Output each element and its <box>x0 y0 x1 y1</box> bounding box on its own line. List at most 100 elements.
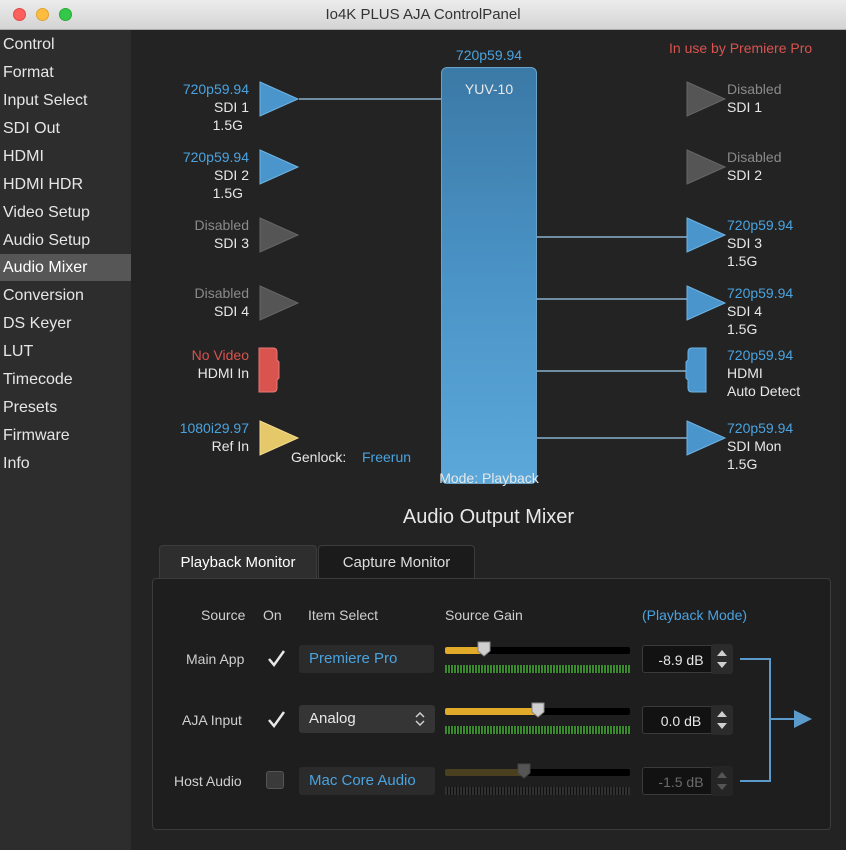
stepper-arrows-icon <box>717 772 727 790</box>
tab-playback-monitor[interactable]: Playback Monitor <box>159 545 317 578</box>
header-source: Source <box>201 607 246 623</box>
sidebar-item-format[interactable]: Format <box>3 64 54 81</box>
sdi1-in-rate: 1.5G <box>212 117 243 133</box>
sdi4-out-icon[interactable] <box>685 284 727 322</box>
sidebar-item-video-setup[interactable]: Video Setup <box>3 204 90 221</box>
sdimon-out-line <box>537 437 687 439</box>
tab-capture-monitor[interactable]: Capture Monitor <box>318 545 475 578</box>
sdi1-out-name: SDI 1 <box>727 99 763 115</box>
sdi1-out-format: Disabled <box>727 81 782 97</box>
sdi3-out-format: 720p59.94 <box>727 217 794 233</box>
genlock-label: Genlock: <box>291 449 347 465</box>
sdi2-out-icon[interactable] <box>685 148 727 186</box>
sdimon-out-format: 720p59.94 <box>727 420 794 436</box>
checkmark-icon <box>268 650 286 668</box>
main-app-checkbox[interactable] <box>266 649 286 668</box>
sidebar-item-info[interactable]: Info <box>3 455 30 472</box>
sdimon-out-rate: 1.5G <box>727 456 758 472</box>
frame-buffer-block[interactable] <box>441 67 537 484</box>
mixer-panel: Source On Item Select Source Gain (Playb… <box>152 578 831 830</box>
sidebar-item-timecode[interactable]: Timecode <box>3 371 73 388</box>
mixer-title: Audio Output Mixer <box>402 506 575 528</box>
hdmi-out-line <box>537 370 687 372</box>
minimize-button[interactable] <box>36 8 49 21</box>
sdi3-in-format: Disabled <box>194 217 249 233</box>
aja-input-slider-thumb[interactable] <box>531 702 545 718</box>
title-bar: Io4K PLUS AJA ControlPanel <box>0 0 846 30</box>
sdi4-in-name: SDI 4 <box>213 303 249 319</box>
sdi2-in-icon[interactable] <box>258 148 300 186</box>
sidebar: Control Format Input Select SDI Out HDMI… <box>0 30 131 850</box>
sidebar-item-audio-mixer[interactable]: Audio Mixer <box>0 254 131 281</box>
host-audio-slider-thumb[interactable] <box>517 763 531 779</box>
hdmi-in-icon[interactable] <box>257 346 281 394</box>
window-title: Io4K PLUS AJA ControlPanel <box>325 6 521 23</box>
sdi2-in-format: 720p59.94 <box>182 149 249 165</box>
hdmi-out-icon[interactable] <box>684 346 708 394</box>
ref-in-icon[interactable] <box>258 419 300 457</box>
hdmi-in-format: No Video <box>191 347 249 363</box>
sidebar-item-hdmi-hdr[interactable]: HDMI HDR <box>3 176 83 193</box>
sdi4-out-line <box>537 298 687 300</box>
ref-in-format: 1080i29.97 <box>179 420 249 436</box>
host-audio-gain-slider[interactable] <box>445 769 630 776</box>
center-format: 720p59.94 <box>455 47 523 63</box>
main-app-gain-slider[interactable] <box>445 647 630 654</box>
sdi3-in-icon[interactable] <box>258 216 300 254</box>
zoom-button[interactable] <box>59 8 72 21</box>
aja-input-gain-stepper[interactable] <box>711 705 733 735</box>
sidebar-item-control[interactable]: Control <box>3 36 55 53</box>
sdi4-out-format: 720p59.94 <box>727 285 794 301</box>
main-app-gain-stepper[interactable] <box>711 644 733 674</box>
sdi4-out-rate: 1.5G <box>727 321 758 337</box>
sidebar-item-hdmi[interactable]: HDMI <box>3 148 44 165</box>
main-app-level-meter <box>445 665 630 673</box>
sidebar-item-lut[interactable]: LUT <box>3 343 34 360</box>
genlock-value[interactable]: Freerun <box>362 449 412 465</box>
sdi1-out-icon[interactable] <box>685 80 727 118</box>
aja-input-gain-value[interactable]: 0.0 dB <box>642 706 720 734</box>
row-host-audio-source: Host Audio <box>174 773 242 789</box>
sidebar-item-conversion[interactable]: Conversion <box>3 287 84 304</box>
sdi3-in-name: SDI 3 <box>213 235 249 251</box>
sdi1-in-format: 720p59.94 <box>182 81 249 97</box>
sdi1-in-line <box>299 98 441 100</box>
sdi3-out-name: SDI 3 <box>727 235 763 251</box>
sidebar-item-input-select[interactable]: Input Select <box>3 92 88 109</box>
sdimon-out-icon[interactable] <box>685 419 727 457</box>
sdi4-out-name: SDI 4 <box>727 303 763 319</box>
ref-in-name: Ref In <box>211 438 249 454</box>
sdi2-out-format: Disabled <box>727 149 782 165</box>
sdi3-out-icon[interactable] <box>685 216 727 254</box>
main-app-item[interactable]: Premiere Pro <box>299 645 434 673</box>
sdi4-in-icon[interactable] <box>258 284 300 322</box>
aja-input-checkbox[interactable] <box>266 710 286 729</box>
sidebar-item-ds-keyer[interactable]: DS Keyer <box>3 315 72 332</box>
header-source-gain: Source Gain <box>445 607 523 623</box>
sdi3-out-line <box>537 236 687 238</box>
hdmi-in-name: HDMI In <box>197 365 249 381</box>
main-app-slider-thumb[interactable] <box>477 641 491 657</box>
host-audio-checkbox[interactable] <box>266 771 284 789</box>
sidebar-item-firmware[interactable]: Firmware <box>3 427 70 444</box>
sidebar-item-audio-setup[interactable]: Audio Setup <box>3 232 91 249</box>
close-button[interactable] <box>13 8 26 21</box>
sdi1-in-icon[interactable] <box>258 80 300 118</box>
host-audio-gain-stepper[interactable] <box>711 766 733 796</box>
sdi2-out-name: SDI 2 <box>727 167 763 183</box>
hdmi-out-detail: Auto Detect <box>727 383 801 399</box>
host-audio-level-meter <box>445 787 630 795</box>
host-audio-item[interactable]: Mac Core Audio <box>299 767 435 795</box>
host-audio-gain-value[interactable]: -1.5 dB <box>642 767 720 795</box>
sdi2-in-rate: 1.5G <box>212 185 243 201</box>
in-use-status: In use by Premiere Pro <box>669 40 813 56</box>
header-playback-mode: (Playback Mode) <box>642 607 748 623</box>
main-app-gain-value[interactable]: -8.9 dB <box>642 645 720 673</box>
checkmark-icon <box>268 711 286 729</box>
aja-input-select[interactable]: Analog <box>299 705 435 733</box>
sidebar-item-presets[interactable]: Presets <box>3 399 58 416</box>
main-panel: In use by Premiere Pro 720p59.94 YUV-10 … <box>131 30 846 850</box>
mode-label: Mode: Playback <box>439 470 539 486</box>
sdi1-in-name: SDI 1 <box>213 99 249 115</box>
sidebar-item-sdi-out[interactable]: SDI Out <box>3 120 60 137</box>
